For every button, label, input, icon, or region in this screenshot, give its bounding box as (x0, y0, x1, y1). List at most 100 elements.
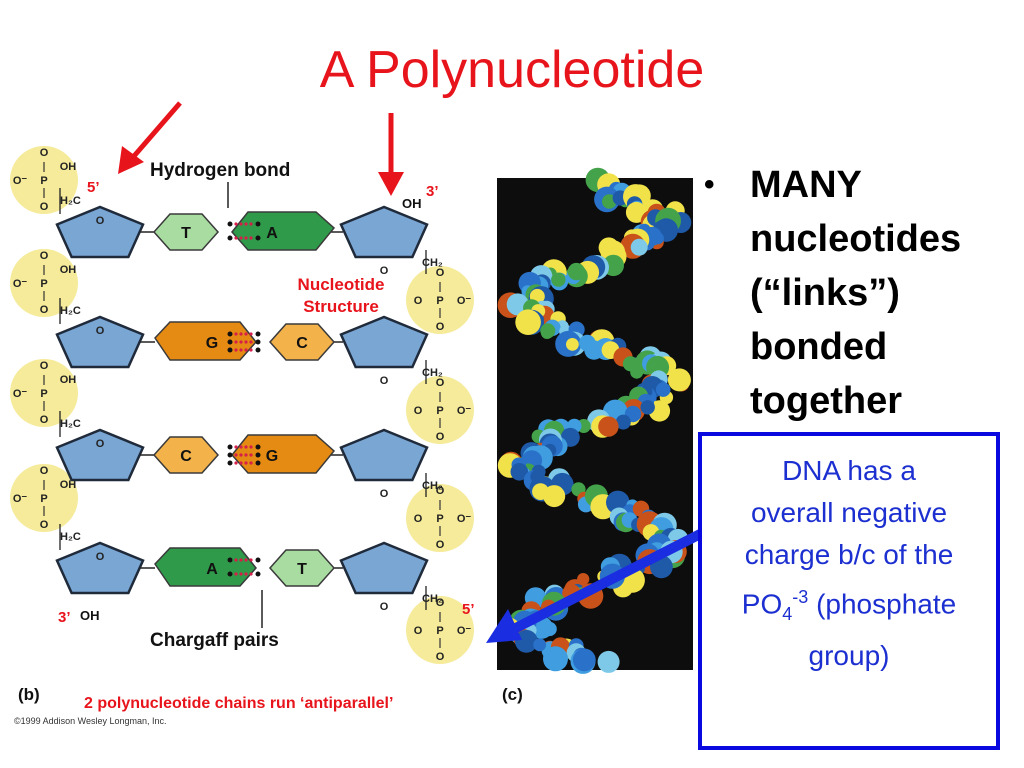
atom-dot (255, 339, 261, 345)
phosphate-circle (10, 146, 78, 214)
hydrogen-bond-dot (249, 461, 253, 465)
hydrogen-bond-dot (239, 461, 243, 465)
base-right-letter: C (296, 335, 308, 352)
note-text: DNA has a overall negative charge b/c of… (702, 436, 996, 677)
base-right-letter: A (266, 225, 278, 242)
three-prime-bottom-label: 3’ (58, 609, 71, 626)
atom-o-top: O (436, 597, 445, 609)
sugar-left (55, 541, 145, 595)
hydrogen-bond-dot (234, 453, 238, 457)
hydrogen-bond-dot (234, 445, 238, 449)
helix-atom (667, 368, 691, 392)
atom-o-top: O (40, 250, 49, 262)
five-prime-top-label: 5’ (87, 179, 100, 196)
base-right (268, 549, 336, 587)
helix-atom (572, 648, 596, 672)
five-prime-bottom-label: 5’ (462, 601, 475, 618)
sugar-right (339, 541, 429, 595)
phosphate-group-left-0: O P O O⁻ OH (10, 146, 78, 214)
atom-p: P (436, 295, 443, 307)
atom-o-bottom: O (436, 651, 445, 663)
bullet-marker: • (704, 168, 715, 201)
atom-o-left: O (414, 405, 423, 417)
helix-atom (651, 232, 664, 245)
chargaff-pairs-label: Chargaff pairs (150, 630, 279, 651)
atom-oh: OH (60, 374, 77, 386)
bullet-line-5: together (750, 380, 902, 422)
atom-p: P (40, 175, 47, 187)
helix-atom (541, 327, 553, 339)
atom-o-top: O (40, 147, 49, 159)
phosphate-circle (10, 249, 78, 317)
sugar-ring-o: O (96, 325, 105, 337)
atom-o-minus: O⁻ (13, 493, 28, 505)
atom-dot (227, 235, 233, 241)
atom-o-bottom: O (40, 519, 49, 531)
hydrogen-bond-dot (249, 340, 253, 344)
sugar-ring-o: O (380, 488, 389, 500)
atom-p: P (436, 405, 443, 417)
hydrogen-bond-dot (249, 453, 253, 457)
nucleotide-structure-label-2: Structure (303, 297, 379, 316)
atom-o-minus: O⁻ (457, 625, 472, 637)
ch2-label: CH₂ (422, 480, 443, 492)
hydrogen-bond-dot (234, 340, 238, 344)
helix-atom (510, 463, 529, 481)
atom-p: P (40, 388, 47, 400)
atom-o-minus: O⁻ (13, 278, 28, 290)
atom-o-minus: O⁻ (13, 175, 28, 187)
bullet-line-1: MANY (750, 164, 862, 206)
note-line-2: overall negative (750, 497, 948, 528)
bullet-line-2: nucleotides (750, 218, 962, 260)
atom-o-bottom: O (40, 201, 49, 213)
atom-p: P (40, 493, 47, 505)
ch2-label: CH₂ (422, 257, 443, 269)
hydrogen-bond-dot (239, 348, 243, 352)
hydrogen-bond-dot (244, 572, 248, 576)
base-left (152, 436, 220, 474)
sugar-ring-o: O (380, 375, 389, 387)
hydrogen-bond-dot (234, 461, 238, 465)
ch2-label: CH₂ (422, 367, 443, 379)
nucleotide-structure-label-1: Nucleotide (298, 275, 385, 294)
bullet-line-4: bonded (750, 326, 888, 368)
hydrogen-bond-label: Hydrogen bond (150, 160, 290, 181)
oh-bottom-label: OH (80, 608, 100, 623)
helix-atom (533, 638, 547, 652)
base-right-letter: T (297, 561, 307, 578)
base-left-letter: C (180, 448, 192, 465)
helix-atom (630, 365, 644, 379)
hydrogen-bond-dot (244, 340, 248, 344)
atom-o-minus: O⁻ (457, 405, 472, 417)
helix-atom (597, 650, 620, 673)
sugar-left (55, 205, 145, 259)
hydrogen-bond-dot (244, 461, 248, 465)
atom-o-top: O (436, 485, 445, 497)
atom-o-left: O (414, 513, 423, 525)
hydrogen-bond-dot (239, 222, 243, 226)
helix-atom (655, 382, 671, 397)
helix-atom (640, 400, 655, 415)
note-line-3: charge b/c of the (744, 539, 954, 570)
phosphate-circle (406, 376, 474, 444)
atom-dot (255, 571, 261, 577)
red-arrow-down (378, 113, 404, 196)
atom-o-top: O (40, 465, 49, 477)
base-right-letter: G (266, 448, 278, 465)
base-left (154, 547, 257, 587)
atom-dot (227, 571, 233, 577)
helix-atom (542, 621, 557, 637)
copyright-label: ©1999 Addison Wesley Longman, Inc. (14, 716, 167, 726)
atom-o-minus: O⁻ (457, 295, 472, 307)
atom-oh: OH (60, 161, 77, 173)
h2c-label: H₂C (60, 195, 81, 207)
sugar-ring-o: O (96, 438, 105, 450)
hydrogen-bond-dot (244, 558, 248, 562)
atom-o-minus: O⁻ (457, 513, 472, 525)
phosphate-circle (406, 484, 474, 552)
